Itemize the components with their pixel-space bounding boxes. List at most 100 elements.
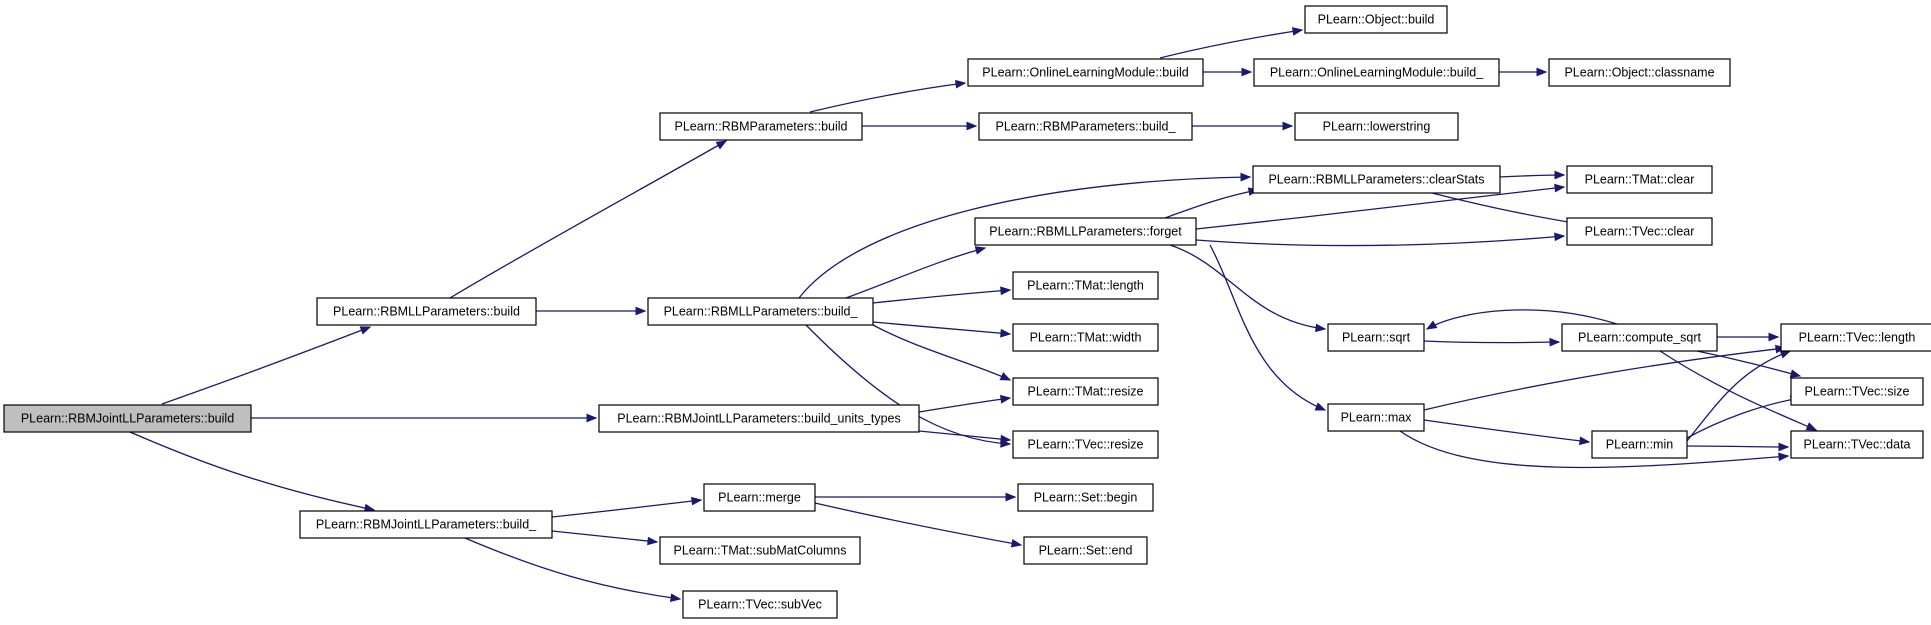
edge-10 [1192,121,1294,131]
edge-23 [1209,244,1327,411]
edge-24 [1423,337,1561,347]
node-forget[interactable]: PLearn::RBMLLParameters::forget [974,217,1197,246]
node-tmat-length[interactable]: PLearn::TMat::length [1012,271,1159,300]
edge-41 [814,502,1023,548]
edge-29 [1423,344,1787,411]
node-tvec-size[interactable]: PLearn::TVec::size [1790,377,1924,406]
node-rbmparams-build[interactable]: PLearn::RBMParameters::build [659,112,863,141]
edge-line [814,502,1022,546]
node-lowerstring[interactable]: PLearn::lowerstring [1294,112,1459,141]
node-label: PLearn::TVec::size [1805,385,1910,399]
edge-3 [449,140,728,299]
edge-1 [251,413,598,423]
node-label: PLearn::TVec::subVec [698,598,822,612]
arrowhead [955,79,967,89]
arrowhead [647,536,659,546]
arrowhead [1314,402,1327,411]
edge-38 [551,530,659,546]
node-object-build[interactable]: PLearn::Object::build [1304,5,1448,34]
edge-36 [918,394,1012,413]
edge-line [872,324,1011,381]
node-compute-sqrt[interactable]: PLearn::compute_sqrt [1561,323,1718,352]
edge-line [449,140,727,299]
node-rbmll-build-underscore[interactable]: PLearn::RBMLLParameters::build_ [647,297,874,326]
arrowhead [999,372,1012,381]
edge-4 [536,306,647,316]
node-label: PLearn::sqrt [1342,331,1411,345]
node-label: PLearn::lowerstring [1323,120,1431,134]
node-label: PLearn::RBMLLParameters::forget [989,225,1182,239]
edge-line [1686,350,1791,442]
node-tvec-length[interactable]: PLearn::TVec::length [1780,323,1931,352]
edge-line [1696,350,1801,377]
node-label: PLearn::Object::classname [1564,66,1714,80]
node-merge[interactable]: PLearn::merge [703,483,816,512]
edge-2 [129,431,376,513]
edge-line [798,176,1251,299]
edge-37 [551,496,703,518]
arrowhead [1768,332,1780,342]
arrowhead [1315,323,1327,333]
node-min[interactable]: PLearn::min [1591,430,1688,459]
edge-7 [1159,27,1304,59]
arrowhead [1282,121,1294,131]
node-olm-build-underscore[interactable]: PLearn::OnlineLearningModule::build_ [1253,58,1500,87]
edge-13 [872,286,1012,304]
node-clearstats[interactable]: PLearn::RBMLLParameters::clearStats [1252,165,1501,194]
node-label: PLearn::OnlineLearningModule::build [982,66,1188,80]
arrowhead [966,121,978,131]
node-label: PLearn::TMat::resize [1027,385,1143,399]
node-label: PLearn::RBMParameters::build [675,120,848,134]
edge-line [809,82,966,113]
node-build-units-types[interactable]: PLearn::RBMJointLLParameters::build_unit… [598,404,920,433]
node-tmat-clear[interactable]: PLearn::TMat::clear [1566,165,1713,194]
node-label: PLearn::RBMParameters::build_ [996,120,1177,134]
node-olm-build[interactable]: PLearn::OnlineLearningModule::build [967,58,1204,87]
edge-line [845,247,986,299]
node-tmat-resize[interactable]: PLearn::TMat::resize [1012,377,1159,406]
arrowhead [1554,170,1566,180]
edge-line [1195,186,1565,230]
node-tvec-clear[interactable]: PLearn::TVec::clear [1566,217,1713,246]
arrowhead [1291,27,1304,36]
node-label: PLearn::TMat::length [1027,279,1144,293]
node-set-begin[interactable]: PLearn::Set::begin [1017,483,1154,512]
edge-33 [1686,395,1802,439]
node-object-classname[interactable]: PLearn::Object::classname [1548,58,1731,87]
node-max[interactable]: PLearn::max [1327,403,1425,432]
node-subvec[interactable]: PLearn::TVec::subVec [682,590,838,619]
edge-6 [862,121,978,131]
node-root[interactable]: PLearn::RBMJointLLParameters::build [3,404,252,433]
edge-5 [809,79,967,113]
edge-30 [1423,419,1591,446]
edge-18 [1431,192,1582,227]
arrowhead [1778,442,1790,452]
arrowhead [1005,492,1017,502]
edge-15 [872,324,1012,381]
arrowhead [1789,369,1802,378]
arrowhead [1000,328,1012,338]
node-label: PLearn::merge [718,491,801,505]
arrowhead [1010,538,1023,548]
node-tmat-width[interactable]: PLearn::TMat::width [1012,323,1159,352]
node-rbmjoint-build-underscore[interactable]: PLearn::RBMJointLLParameters::build_ [299,510,553,539]
edge-line [1423,419,1590,443]
node-label: PLearn::TMat::width [1030,331,1142,345]
edge-12 [845,246,987,299]
node-set-end[interactable]: PLearn::Set::end [1023,536,1148,565]
edge-14 [872,321,1012,338]
node-tvec-data[interactable]: PLearn::TVec::data [1790,430,1924,459]
edge-28 [1659,350,1818,431]
node-rbmparams-build-underscore[interactable]: PLearn::RBMParameters::build_ [978,112,1193,141]
node-rbmll-build[interactable]: PLearn::RBMLLParameters::build [316,297,537,326]
edge-line [464,537,681,600]
edge-line [1423,347,1786,411]
arrowhead [1805,422,1818,431]
edge-line [1686,445,1789,448]
node-tvec-resize[interactable]: PLearn::TVec::resize [1012,430,1159,459]
edge-line [1426,309,1618,330]
node-submatcolumns[interactable]: PLearn::TMat::subMatColumns [659,536,861,565]
node-sqrt[interactable]: PLearn::sqrt [1327,323,1425,352]
edge-line [918,430,1011,441]
edge-39 [464,537,682,602]
